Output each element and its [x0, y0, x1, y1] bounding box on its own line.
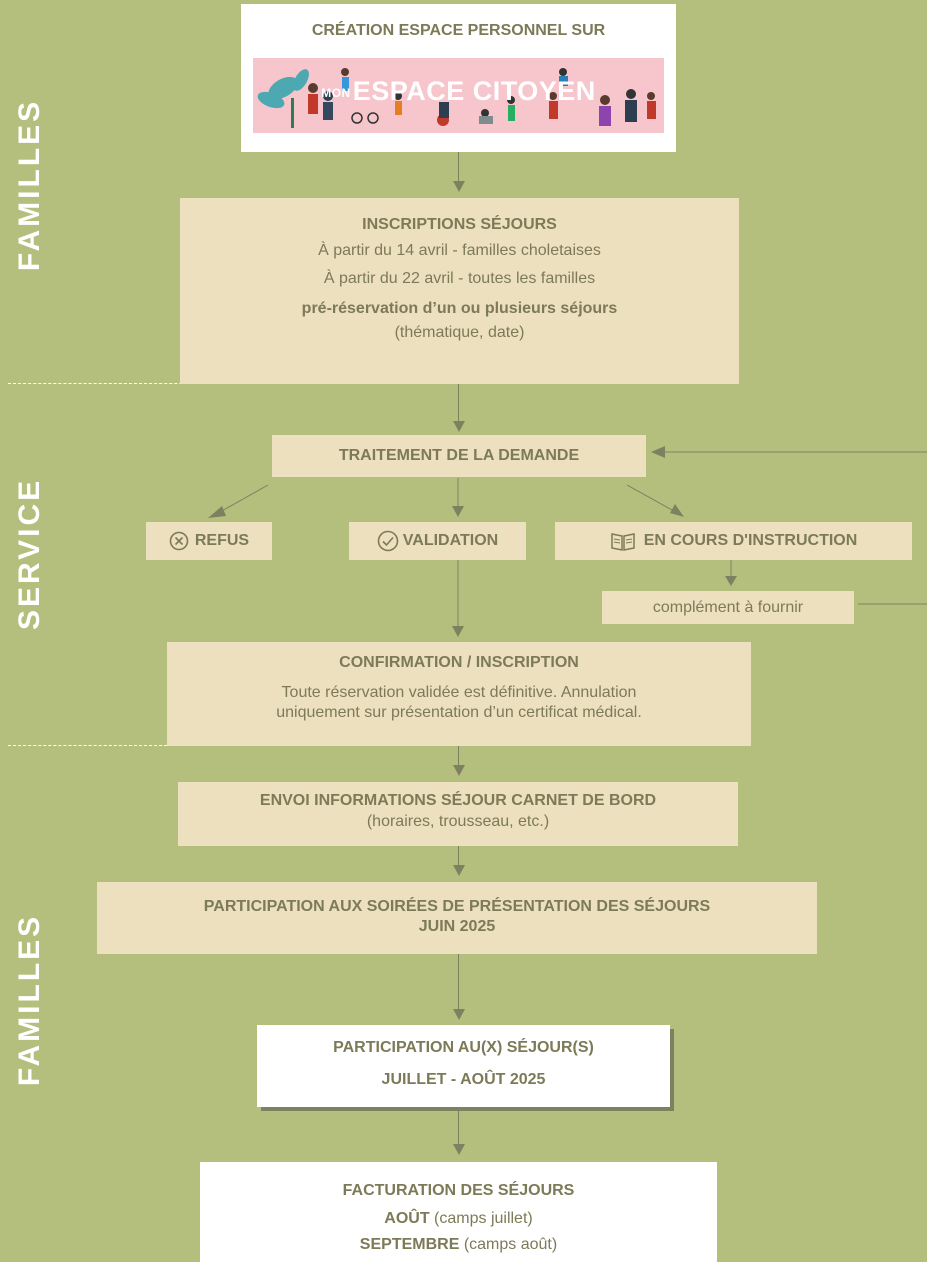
step-soirees-title: PARTICIPATION AUX SOIRÉES DE PRÉSENTATIO…: [203, 898, 711, 915]
step-confirmation-title: CONFIRMATION / INSCRIPTION: [339, 654, 579, 671]
complement-label: complément à fournir: [652, 599, 804, 616]
step-facturation-line1: AOÛT (camps juillet): [200, 1210, 717, 1228]
arrow-down-icon: [453, 1009, 465, 1020]
step-traitement: TRAITEMENT DE LA DEMANDE: [272, 435, 646, 477]
step-inscriptions-line2: À partir du 22 avril - toutes les famill…: [323, 270, 596, 287]
step-facturation-title: FACTURATION DES SÉJOURS: [342, 1182, 575, 1199]
step-soirees-sub: JUIN 2025: [418, 918, 496, 935]
circle-x-icon: [169, 531, 189, 551]
step-envoi-informations: ENVOI INFORMATIONS SÉJOUR CARNET DE BORD…: [178, 782, 738, 846]
arrow-down-icon: [453, 865, 465, 876]
outcome-validation-label: VALIDATION: [402, 532, 499, 549]
step-traitement-title: TRAITEMENT DE LA DEMANDE: [338, 447, 580, 464]
step-soirees-presentation: PARTICIPATION AUX SOIRÉES DE PRÉSENTATIO…: [97, 882, 817, 954]
step-participation-sejours: PARTICIPATION AU(X) SÉJOUR(S) JUILLET - …: [257, 1025, 670, 1107]
complement-box: complément à fournir: [602, 591, 854, 624]
outcome-refus: REFUS: [146, 522, 272, 560]
open-book-icon: [610, 533, 635, 551]
connector: [458, 152, 459, 182]
outcome-refus-label: REFUS: [194, 532, 250, 549]
arrow-down-icon: [453, 181, 465, 192]
step-confirmation-line2: uniquement sur présentation d’un certifi…: [276, 704, 642, 721]
step-inscriptions-line1: À partir du 14 avril - familles choletai…: [318, 242, 601, 259]
circle-check-icon: [377, 530, 399, 552]
facturation-septembre-bold: SEPTEMBRE: [359, 1236, 460, 1253]
step-inscriptions: INSCRIPTIONS SÉJOURS À partir du 14 avri…: [180, 198, 739, 384]
step-inscriptions-line3: pré-réservation d’un ou plusieurs séjour…: [301, 300, 618, 317]
step-inscriptions-title: INSCRIPTIONS SÉJOURS: [362, 216, 557, 233]
section-divider: [8, 383, 273, 384]
step-create-account-title: CRÉATION ESPACE PERSONNEL SUR: [311, 22, 606, 39]
outcome-instruction-label: EN COURS D'INSTRUCTION: [643, 532, 858, 549]
connector: [458, 746, 459, 766]
connector: [458, 954, 459, 1010]
connector: [458, 384, 459, 422]
step-confirmation-line1: Toute réservation validée est définitive…: [281, 684, 637, 701]
facturation-septembre-rest: (camps août): [459, 1236, 558, 1253]
arrow-down-icon: [453, 421, 465, 432]
step-participation-sub: JUILLET - AOÛT 2025: [381, 1071, 546, 1088]
arrow-down-icon: [453, 1144, 465, 1155]
outcome-instruction: EN COURS D'INSTRUCTION: [555, 522, 912, 560]
banner-illustration: [257, 68, 656, 128]
step-facturation-line2: SEPTEMBRE (camps août): [200, 1236, 717, 1254]
espace-citoyen-logo: MONESPACE CITOYEN: [253, 58, 664, 133]
step-facturation: FACTURATION DES SÉJOURS AOÛT (camps juil…: [200, 1162, 717, 1262]
step-inscriptions-line4: (thématique, date): [394, 324, 525, 341]
connector: [458, 846, 459, 866]
logo-main-text: ESPACE CITOYEN: [352, 76, 596, 106]
facturation-aout-bold: AOÛT: [384, 1210, 430, 1227]
step-confirmation: CONFIRMATION / INSCRIPTION Toute réserva…: [167, 642, 751, 746]
step-envoi-title: ENVOI INFORMATIONS SÉJOUR CARNET DE BORD: [259, 792, 657, 809]
connector: [458, 1111, 459, 1145]
step-envoi-sub: (horaires, trousseau, etc.): [366, 813, 550, 830]
facturation-aout-rest: (camps juillet): [429, 1210, 533, 1227]
outcome-validation: VALIDATION: [349, 522, 526, 560]
logo-small-text: MON: [321, 85, 351, 100]
arrow-down-icon: [453, 765, 465, 776]
step-participation-title: PARTICIPATION AU(X) SÉJOUR(S): [333, 1039, 594, 1056]
section-divider: [8, 745, 273, 746]
logo-text: MONESPACE CITOYEN: [253, 76, 664, 107]
